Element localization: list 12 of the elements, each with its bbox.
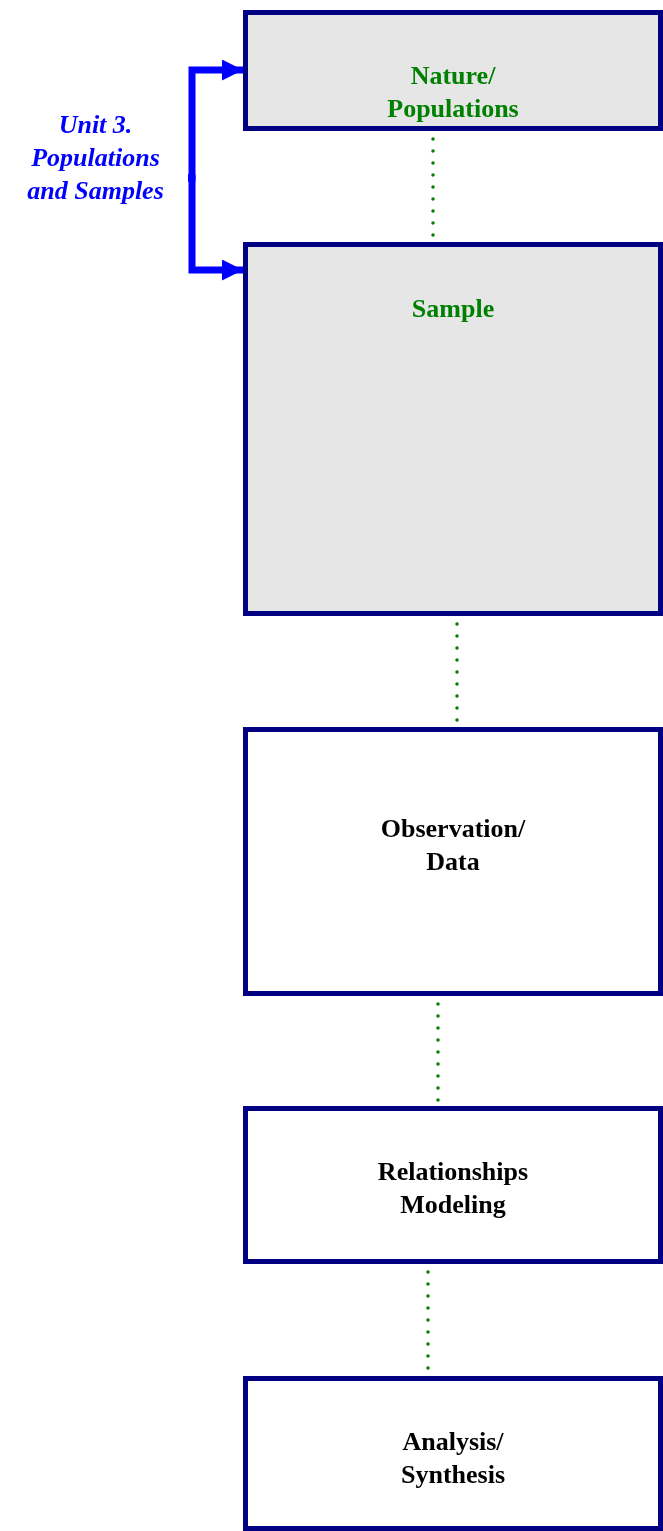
box-label: Observation/ Data — [379, 813, 527, 878]
bracket-arrow — [187, 174, 243, 281]
process-box — [243, 242, 663, 616]
process-box — [243, 727, 663, 996]
box-label: Relationships Modeling — [376, 1156, 530, 1221]
box-label: Nature/ Populations — [386, 60, 520, 125]
process-box — [243, 1106, 663, 1264]
box-label: Sample — [410, 293, 496, 325]
box-label: Analysis/ Synthesis — [399, 1426, 506, 1491]
unit-label: Unit 3. Populations and Samples — [26, 109, 165, 207]
process-box — [243, 1376, 663, 1531]
process-box — [243, 10, 663, 131]
